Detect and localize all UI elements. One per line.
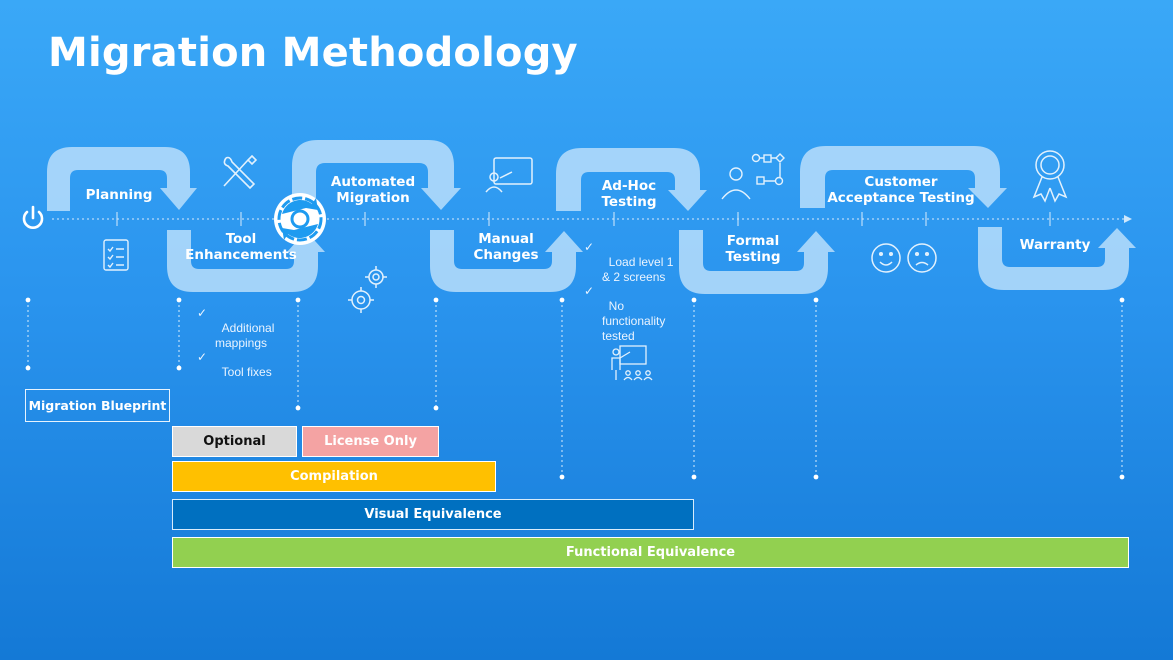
sync-gear-icon (274, 193, 326, 245)
arrow-automated (292, 140, 461, 211)
checklist-icon (103, 239, 129, 271)
award-ribbon-icon (1032, 150, 1068, 203)
arrow-formal (679, 230, 835, 294)
gears-icon (348, 266, 387, 313)
note-no-functionality: ✓No functionality tested (584, 284, 666, 343)
note-load-screens: ✓Load level 1 & 2 screens (584, 240, 674, 284)
stage-formal-testing: Formal Testing (725, 233, 781, 265)
check-icon: ✓ (197, 306, 208, 320)
smiley-icon (871, 243, 901, 273)
arrow-manual (430, 230, 583, 292)
optional-bar: Optional (172, 426, 297, 457)
stage-planning: Planning (85, 187, 153, 203)
stage-automated-migration: Automated Migration (330, 174, 416, 206)
arrow-adhoc (556, 148, 707, 211)
license-only-bar: License Only (302, 426, 439, 457)
presentation-icon (485, 157, 533, 193)
arrow-planning (47, 147, 197, 211)
migration-blueprint-box: Migration Blueprint (25, 389, 170, 422)
page-title: Migration Methodology (48, 30, 578, 76)
stage-adhoc-testing: Ad-Hoc Testing (601, 178, 657, 210)
sad-face-icon (907, 243, 937, 273)
stage-warranty: Warranty (1019, 237, 1091, 253)
note-additional-mappings: ✓Additional mappings (197, 306, 275, 350)
functional-equivalence-bar: Functional Equivalence (172, 537, 1129, 568)
visual-equivalence-bar: Visual Equivalence (172, 499, 694, 530)
tools-icon (223, 154, 258, 190)
arrow-cat (800, 146, 1007, 208)
power-icon (22, 205, 44, 229)
teacher-icon (611, 345, 653, 381)
stage-manual-changes: Manual Changes (473, 231, 539, 263)
arrow-warranty (978, 227, 1136, 290)
arrow-tool (167, 230, 325, 292)
check-icon: ✓ (584, 284, 595, 298)
check-icon: ✓ (584, 240, 595, 254)
compilation-bar: Compilation (172, 461, 496, 492)
flowchart-icon (721, 153, 785, 200)
check-icon: ✓ (197, 350, 208, 364)
stage-tool-enhancements: Tool Enhancements (185, 231, 297, 263)
stage-customer-acceptance-testing: Customer Acceptance Testing (827, 174, 975, 206)
note-tool-fixes: ✓Tool fixes (197, 350, 272, 379)
